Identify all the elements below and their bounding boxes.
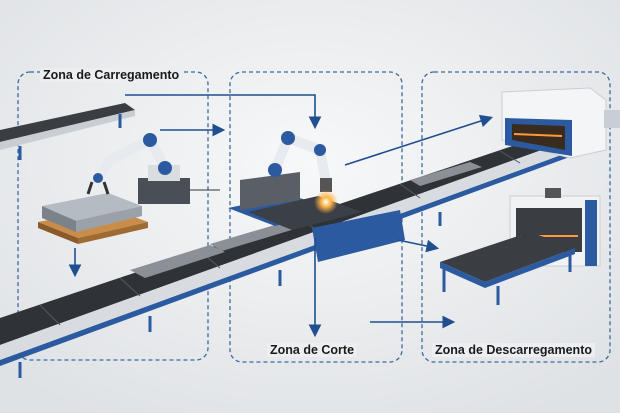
unloading-zone-label: Zona de Descarregamento <box>432 343 595 357</box>
laser-spark <box>314 190 338 214</box>
cutting-zone-box <box>229 71 403 363</box>
loading-zone-label: Zona de Carregamento <box>40 68 183 82</box>
enclosure-machine <box>501 87 620 159</box>
cutting-robot-arm <box>268 131 338 214</box>
loading-robot-arm <box>86 133 220 204</box>
flow-arrows <box>68 94 494 338</box>
arrow-to-enclosure <box>344 114 494 166</box>
infeed-conveyor <box>0 103 135 160</box>
arrow-to-cutting-robot <box>125 94 322 130</box>
cutting-zone-label: Zona de Corte <box>267 343 358 357</box>
main-conveyor <box>0 130 575 378</box>
unloading-station <box>440 188 601 305</box>
pallet-with-sheets <box>38 193 148 244</box>
arrow-to-unloading <box>397 239 440 253</box>
loading-zone-box <box>17 71 209 361</box>
unloading-zone-box <box>421 71 611 363</box>
